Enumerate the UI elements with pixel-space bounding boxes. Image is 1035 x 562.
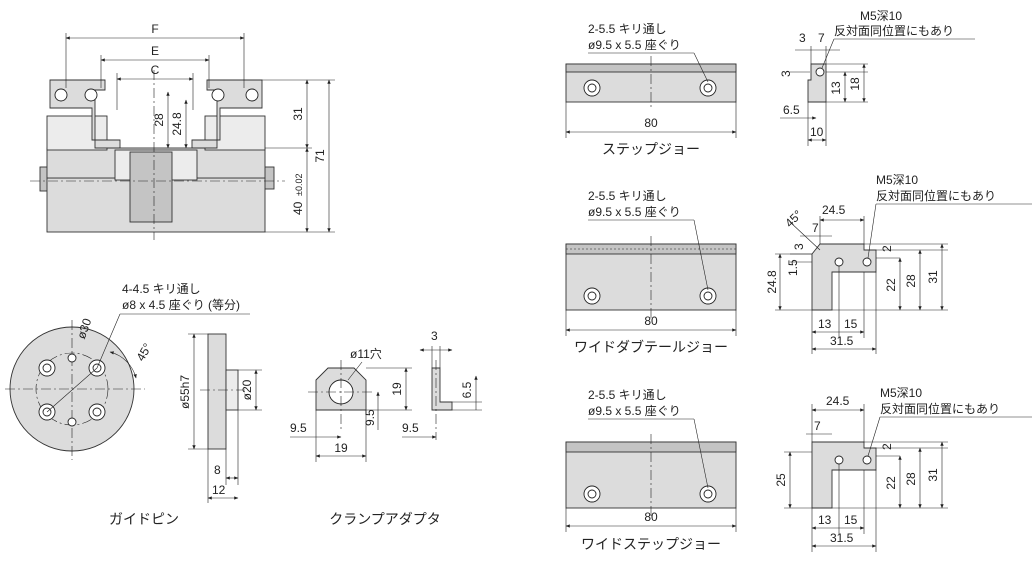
guide-pin-dim-dia30: ø30	[74, 316, 94, 341]
dovetail-jaw-dim-24-5: 24.5	[822, 203, 846, 217]
step-jaw-side-note-1: M5深10	[860, 9, 902, 23]
wide-step-jaw-dim-31-5: 31.5	[830, 531, 854, 545]
dovetail-jaw-dim-31: 31	[926, 270, 940, 284]
dovetail-jaw-dim-7: 7	[812, 221, 819, 235]
wide-step-jaw-dim-80: 80	[644, 510, 658, 524]
dovetail-jaw-side-note-1: M5深10	[876, 173, 918, 187]
dim-label-71: 71	[313, 149, 327, 163]
wide-step-jaw-side-note-2: 反対面同位置にもあり	[880, 401, 1000, 416]
clamp-adapter-dim-9-5c: 9.5	[402, 421, 419, 435]
clamp-adapter-dim-9-5b: 9.5	[290, 421, 307, 435]
dovetail-jaw-dim-28: 28	[904, 274, 918, 288]
step-jaw-note-2: ø9.5 x 5.5 座ぐり	[588, 37, 681, 52]
step-jaw-dim-3a: 3	[799, 31, 806, 45]
clamp-adapter-dim-3: 3	[431, 329, 438, 343]
step-jaw-view: 2-5.5 キリ通し ø9.5 x 5.5 座ぐり 80 ステップジョー 3 7…	[565, 9, 975, 157]
dim-label-28: 28	[152, 113, 166, 127]
step-jaw-dim-3b: 3	[779, 70, 793, 77]
guide-pin-note-1: 4-4.5 キリ通し	[122, 282, 201, 296]
wide-step-jaw-dim-28: 28	[904, 472, 918, 486]
step-jaw-dim-7: 7	[818, 31, 825, 45]
vise-jaw-hole	[84, 88, 98, 102]
dim-label-F: F	[151, 22, 158, 36]
clamp-adapter-dim-9-5a: 9.5	[363, 409, 377, 426]
dovetail-jaw-side	[811, 243, 877, 311]
wide-step-jaw-dim-31: 31	[926, 468, 940, 482]
guide-pin-flange-side	[207, 333, 227, 450]
step-jaw-caption: ステップジョー	[602, 141, 700, 157]
vise-left-jaw	[49, 79, 121, 149]
clamp-adapter-side	[431, 367, 453, 411]
wide-step-jaw-note-2: ø9.5 x 5.5 座ぐり	[588, 403, 681, 418]
step-jaw-dim-6-5: 6.5	[783, 103, 800, 117]
dovetail-jaw-dim-22: 22	[884, 278, 898, 292]
step-jaw-dim-80: 80	[644, 116, 658, 130]
vise-assembly-view: F E C 28 24.8 31 71 40 ±0.02	[30, 22, 335, 240]
dovetail-jaw-side-note-2: 反対面同位置にもあり	[876, 188, 996, 203]
dovetail-jaw-dim-3: 3	[792, 243, 806, 250]
vise-jaw-hole	[211, 88, 225, 102]
wide-step-jaw-dim-25: 25	[774, 473, 788, 487]
clamp-adapter-dim-hole: ø11穴	[350, 346, 382, 361]
dovetail-jaw-dim-24-8: 24.8	[765, 270, 779, 294]
guide-pin-view: 4-4.5 キリ通し ø8 x 4.5 座ぐり (等分) ø30 45° ø55…	[5, 282, 262, 527]
wide-step-jaw-view: 2-5.5 キリ通し ø9.5 x 5.5 座ぐり 80 ワイドステップジョー …	[565, 386, 1032, 552]
vise-jaw-hole	[54, 88, 68, 102]
wide-step-jaw-dim-24-5: 24.5	[826, 394, 850, 408]
clamp-adapter-view: ø11穴 19 9.5 19 9.5 3 6.5 9.5 クランプアダプタ	[290, 329, 482, 527]
guide-pin-dim-dia20: ø20	[240, 379, 254, 400]
guide-pin-dim-8: 8	[214, 463, 221, 477]
dovetail-jaw-note-2: ø9.5 x 5.5 座ぐり	[588, 204, 681, 219]
step-jaw-note-1: 2-5.5 キリ通し	[588, 22, 667, 36]
dovetail-jaw-dim-80: 80	[644, 314, 658, 328]
step-jaw-dim-18: 18	[848, 77, 862, 91]
clamp-adapter-dim-19v: 19	[390, 382, 404, 396]
dovetail-jaw-dim-15: 15	[844, 317, 858, 331]
guide-pin-dim-angle: 45°	[133, 341, 154, 364]
wide-step-jaw-dim-2: 2	[880, 443, 894, 450]
dovetail-jaw-dim-13: 13	[818, 317, 832, 331]
clamp-adapter-dim-6-5: 6.5	[460, 381, 474, 398]
vise-right-jaw	[191, 79, 263, 149]
wide-step-jaw-dim-15: 15	[844, 513, 858, 527]
vise-jaw-hole	[245, 88, 259, 102]
dovetail-jaw-dim-angle: 45°	[782, 207, 805, 230]
dim-label-C: C	[151, 63, 160, 77]
clamp-adapter-dim-19h: 19	[334, 441, 348, 455]
dovetail-jaw-dim-31-5: 31.5	[830, 334, 854, 348]
wide-step-jaw-note-1: 2-5.5 キリ通し	[588, 388, 667, 402]
guide-pin-note-2: ø8 x 4.5 座ぐり (等分)	[122, 297, 240, 312]
step-jaw-side-note-2: 反対面同位置にもあり	[834, 23, 954, 38]
dovetail-jaw-caption: ワイドダブテールジョー	[574, 339, 728, 355]
dovetail-jaw-note-1: 2-5.5 キリ通し	[588, 189, 667, 203]
guide-pin-dim-12: 12	[212, 483, 226, 497]
dim-label-40-tolerance: ±0.02	[294, 174, 304, 196]
guide-pin-caption: ガイドピン	[109, 511, 179, 527]
step-jaw-dim-13: 13	[829, 81, 843, 95]
dovetail-jaw-dim-2: 2	[880, 245, 894, 252]
wide-step-jaw-side-note-1: M5深10	[880, 386, 922, 400]
dovetail-jaw-dim-1-5: 1.5	[786, 259, 800, 276]
dim-label-31: 31	[291, 107, 305, 121]
dim-label-24-8: 24.8	[170, 112, 184, 136]
wide-step-jaw-side	[811, 441, 877, 509]
wide-step-jaw-dim-7: 7	[814, 419, 821, 433]
dim-label-40: 40	[291, 201, 305, 215]
clamp-adapter-caption: クランプアダプタ	[329, 511, 441, 527]
guide-pin-dim-dia55: ø55h7	[178, 375, 192, 409]
vise-center-screw	[129, 151, 173, 223]
wide-dovetail-jaw-view: 2-5.5 キリ通し ø9.5 x 5.5 座ぐり 80 ワイドダブテールジョー…	[565, 173, 1032, 355]
wide-step-jaw-caption: ワイドステップジョー	[581, 536, 721, 552]
step-jaw-dim-10: 10	[810, 125, 824, 139]
wide-step-jaw-dim-13: 13	[818, 513, 832, 527]
wide-step-jaw-dim-22: 22	[884, 476, 898, 490]
dim-label-E: E	[151, 44, 159, 58]
